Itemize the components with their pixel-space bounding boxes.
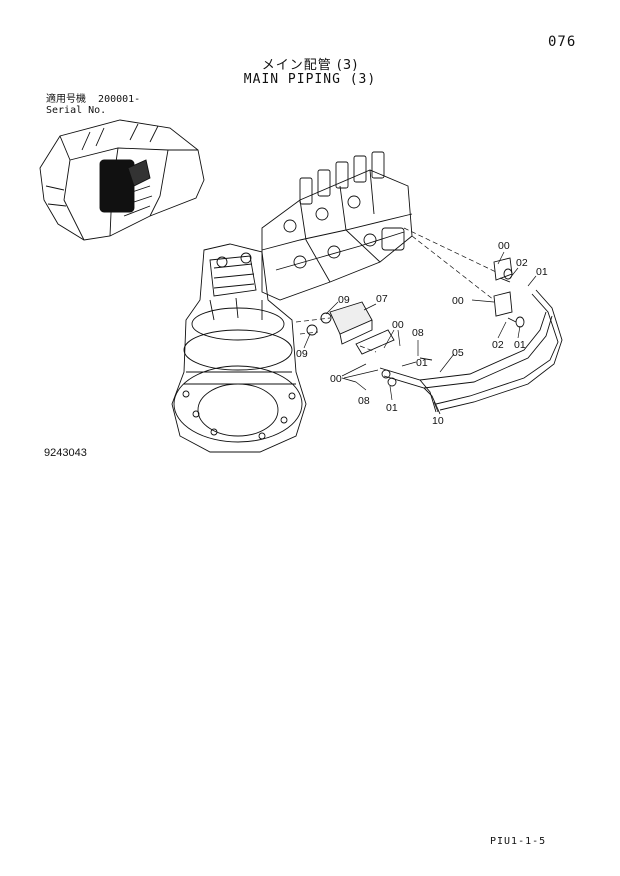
callout-10: 10 xyxy=(432,415,444,427)
callout-01-d: 01 xyxy=(386,402,398,414)
serial-info: 適用号機 200001- Serial No. xyxy=(46,94,140,116)
callout-00-c: 00 xyxy=(392,319,404,331)
control-valve-assembly xyxy=(261,151,413,301)
serial-value: 200001- xyxy=(98,94,141,105)
swing-motor-assembly xyxy=(171,243,307,453)
callout-08-b: 08 xyxy=(358,395,370,407)
callout-01-b: 01 xyxy=(514,339,526,351)
callout-02-b: 02 xyxy=(492,339,504,351)
callout-07: 07 xyxy=(376,293,388,305)
callout-01-c: 01 xyxy=(416,357,428,369)
serial-line-1: 適用号機 200001- xyxy=(46,94,140,105)
page-number: 076 xyxy=(548,34,577,50)
callout-05: 05 xyxy=(452,347,464,359)
callout-09-a: 09 xyxy=(338,294,350,306)
drawing-number: 9243043 xyxy=(44,447,87,459)
callout-leaders xyxy=(303,251,537,413)
callout-01-a: 01 xyxy=(536,266,548,278)
footer-code: PIU1-1-5 xyxy=(490,836,547,847)
hoses-and-fittings xyxy=(306,257,563,415)
callout-00-b: 00 xyxy=(452,295,464,307)
callout-labels: 00 02 01 00 02 01 07 09 09 00 08 00 01 0… xyxy=(296,240,548,427)
page-title-english: MAIN PIPING (3) xyxy=(243,72,377,87)
callout-08-a: 08 xyxy=(412,327,424,339)
assembly-leader-lines xyxy=(295,227,497,353)
machine-overview-sketch xyxy=(39,119,205,241)
page-title-japanese: メイン配管 (3) xyxy=(261,58,359,73)
callout-00-d: 00 xyxy=(330,373,342,385)
callout-09-b: 09 xyxy=(296,348,308,360)
serial-label-jp: 適用号機 xyxy=(46,94,86,105)
serial-label-en: Serial No. xyxy=(46,105,107,116)
callout-00-a: 00 xyxy=(498,240,510,252)
callout-02-a: 02 xyxy=(516,257,528,269)
